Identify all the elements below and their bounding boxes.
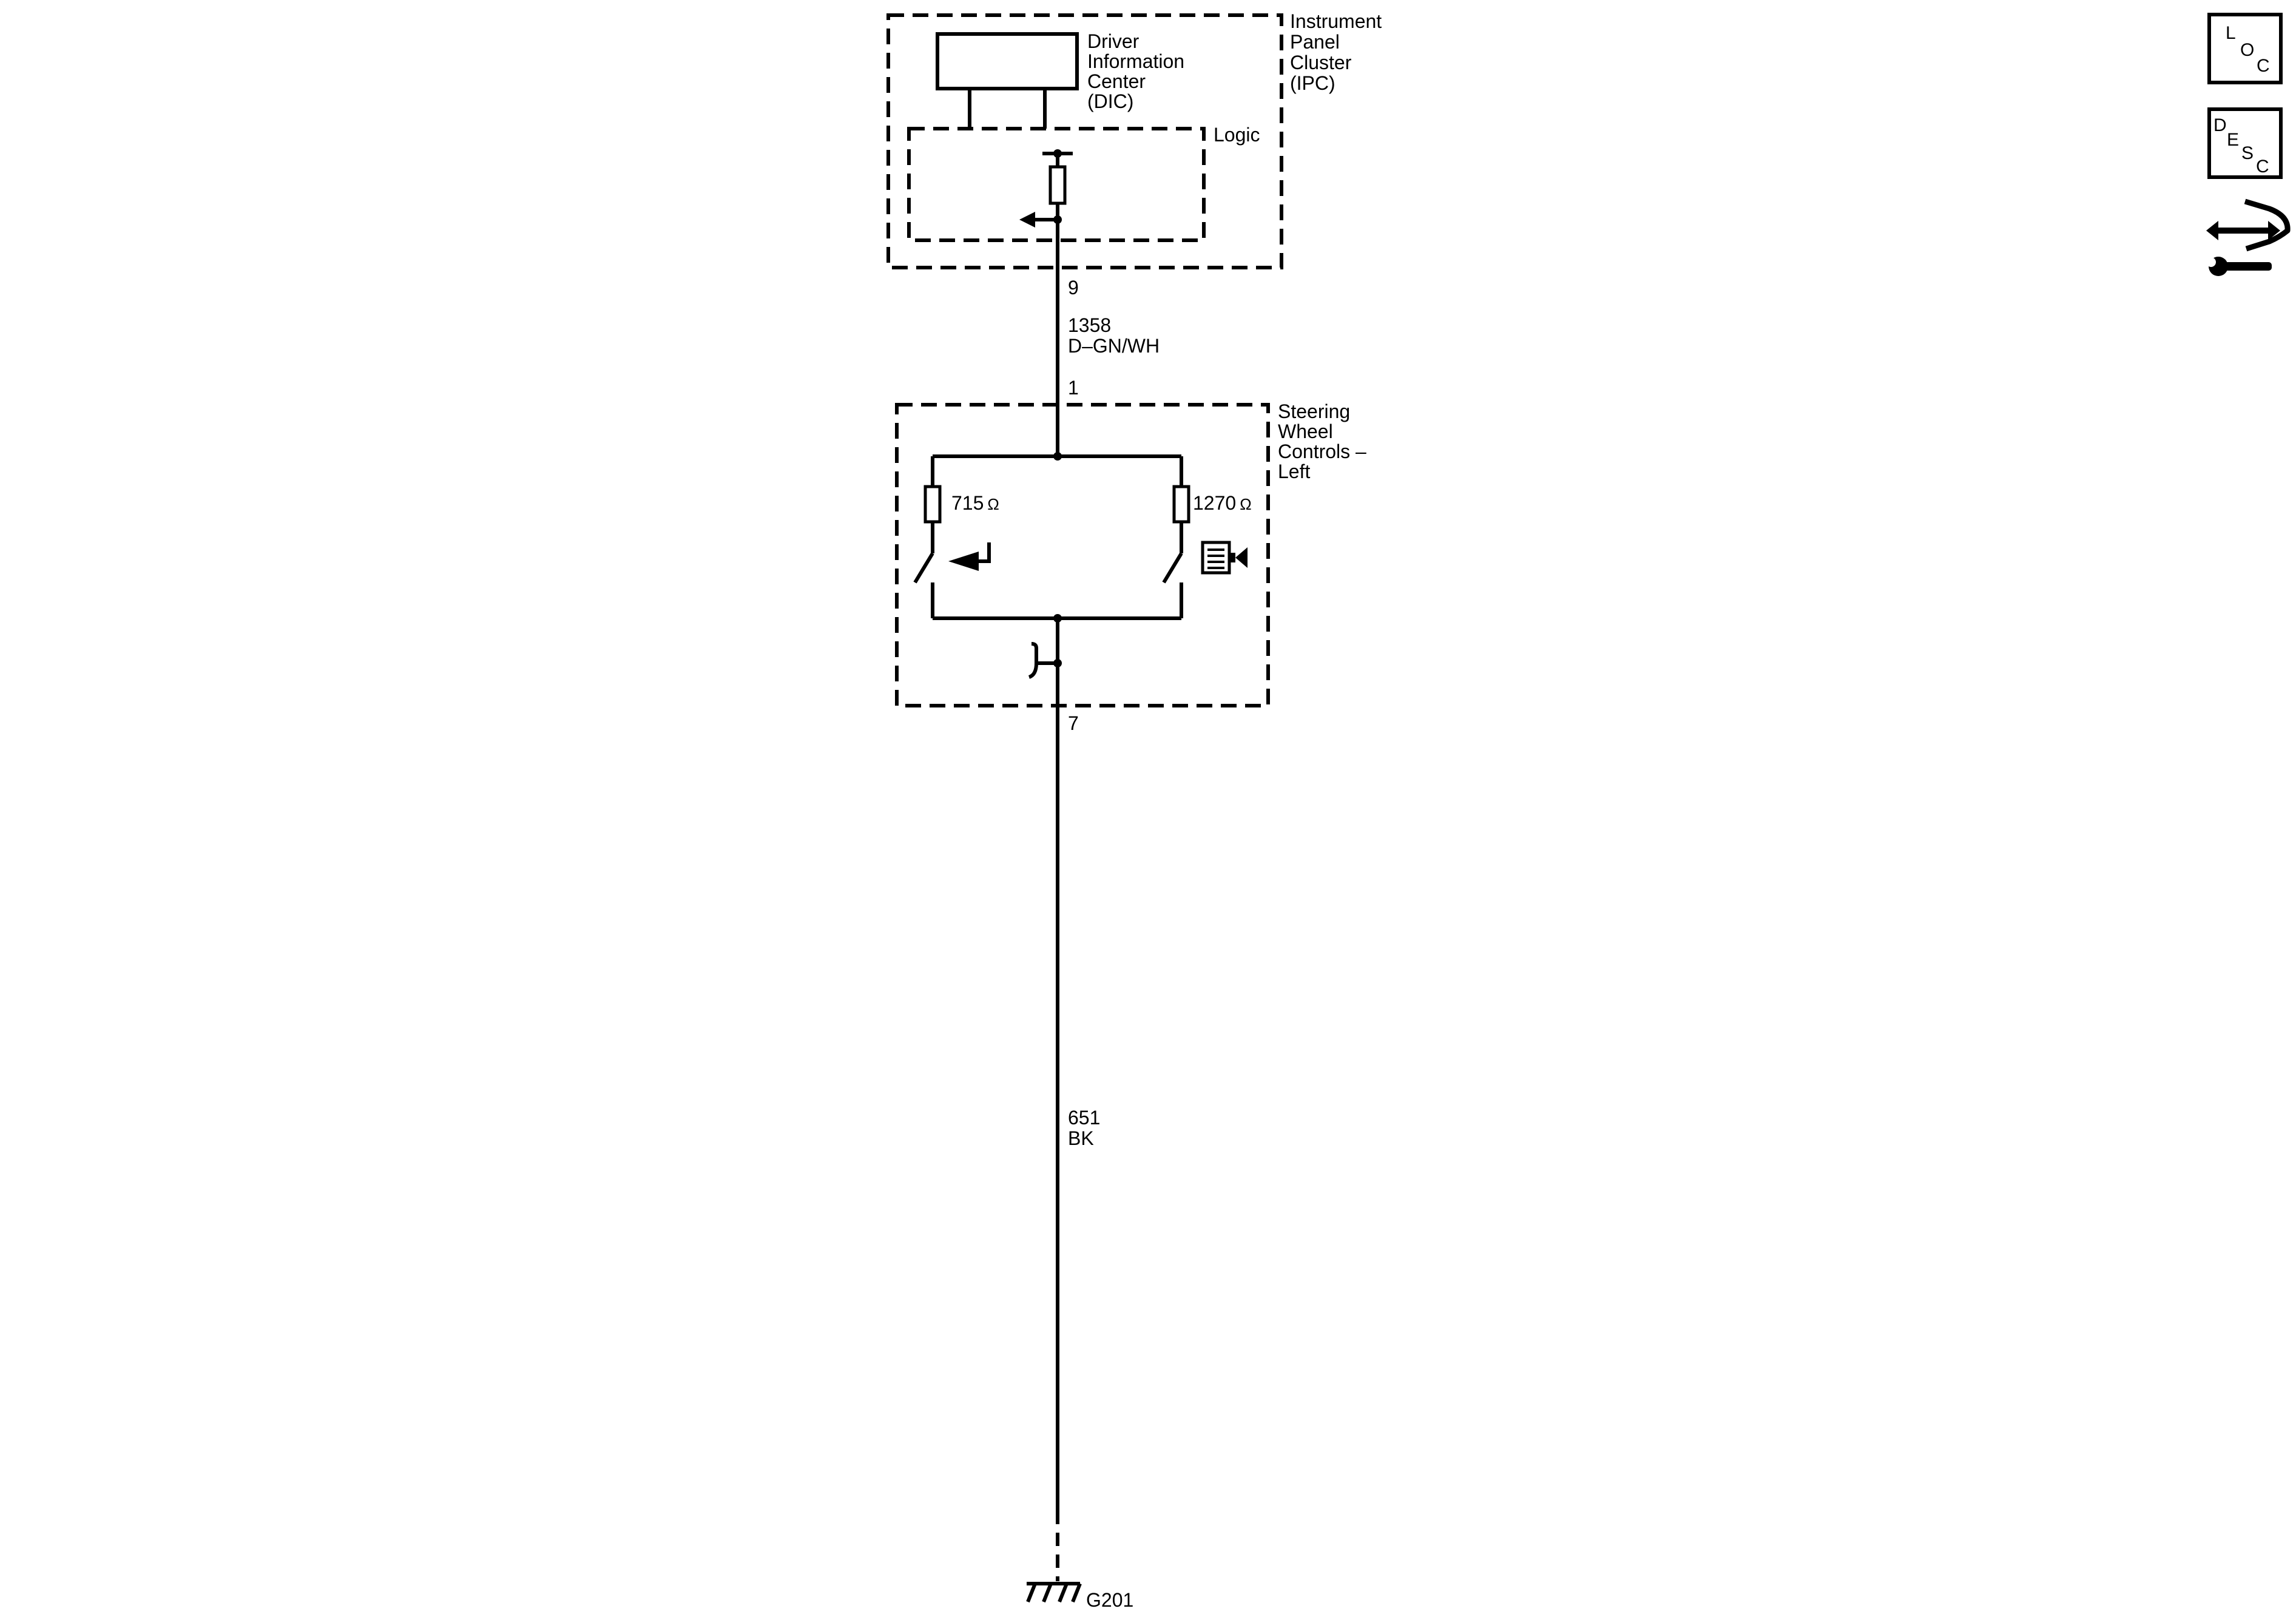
dic-title: Driver Information Center (DIC): [1087, 30, 1190, 112]
svg-text:E: E: [2227, 130, 2239, 150]
enter-icon: [948, 542, 991, 571]
pin-ipc-9: 9: [1068, 277, 1079, 299]
resistor-715: [923, 485, 942, 524]
ipc-title: Instrument Panel Cluster (IPC): [1290, 10, 1387, 94]
diagnostic-tool-icon[interactable]: [2206, 198, 2291, 276]
connector-hook-icon: [1031, 642, 1038, 663]
ground-circuit-number: 651: [1068, 1107, 1100, 1129]
switch-enter-contact: [913, 552, 934, 584]
ipc-module: Instrument Panel Cluster (IPC): [886, 10, 1387, 269]
switch-menu-contact: [1162, 552, 1183, 584]
svg-text:S: S: [2241, 143, 2254, 163]
swc-title: Steering Wheel Controls – Left: [1278, 400, 1372, 482]
menu-select-icon: [1201, 541, 1248, 575]
ground-label: G201: [1086, 1589, 1133, 1611]
ground-circuit: 7 651 BK G201: [1026, 663, 1133, 1611]
logic-block: Logic: [907, 124, 1260, 242]
swc-boundary: [895, 403, 1270, 707]
logic-boundary: [907, 127, 1206, 242]
svg-text:O: O: [2240, 40, 2254, 60]
chassis-ground-icon: [1026, 1582, 1082, 1603]
connector-hook-tail: [1028, 663, 1038, 679]
pullup-resistor: [1048, 165, 1067, 205]
signal-wire-color: D–GN/WH: [1068, 335, 1160, 357]
signal-circuit-number: 1358: [1068, 314, 1111, 336]
description-icon[interactable]: D E S C: [2207, 107, 2283, 179]
pin-swc-1: 1: [1068, 377, 1079, 399]
resistor-1270: [1172, 485, 1190, 524]
signal-input-arrow-icon: [1019, 212, 1035, 228]
svg-text:L: L: [2226, 23, 2236, 43]
svg-text:C: C: [2256, 157, 2269, 177]
dic-component: Driver Information Center (DIC): [936, 30, 1190, 129]
svg-text:D: D: [2213, 115, 2227, 135]
ground-wire-color: BK: [1068, 1127, 1094, 1149]
pin-swc-7: 7: [1068, 712, 1079, 734]
signal-circuit: 9 1358 D–GN/WH 1: [1056, 220, 1160, 456]
logic-title: Logic: [1214, 124, 1260, 146]
svg-text:C: C: [2257, 56, 2270, 76]
ipc-boundary: [886, 13, 1283, 269]
swc-top-node: [1053, 452, 1062, 461]
location-icon[interactable]: L O C: [2207, 13, 2283, 84]
dic-display-box: [936, 32, 1079, 90]
